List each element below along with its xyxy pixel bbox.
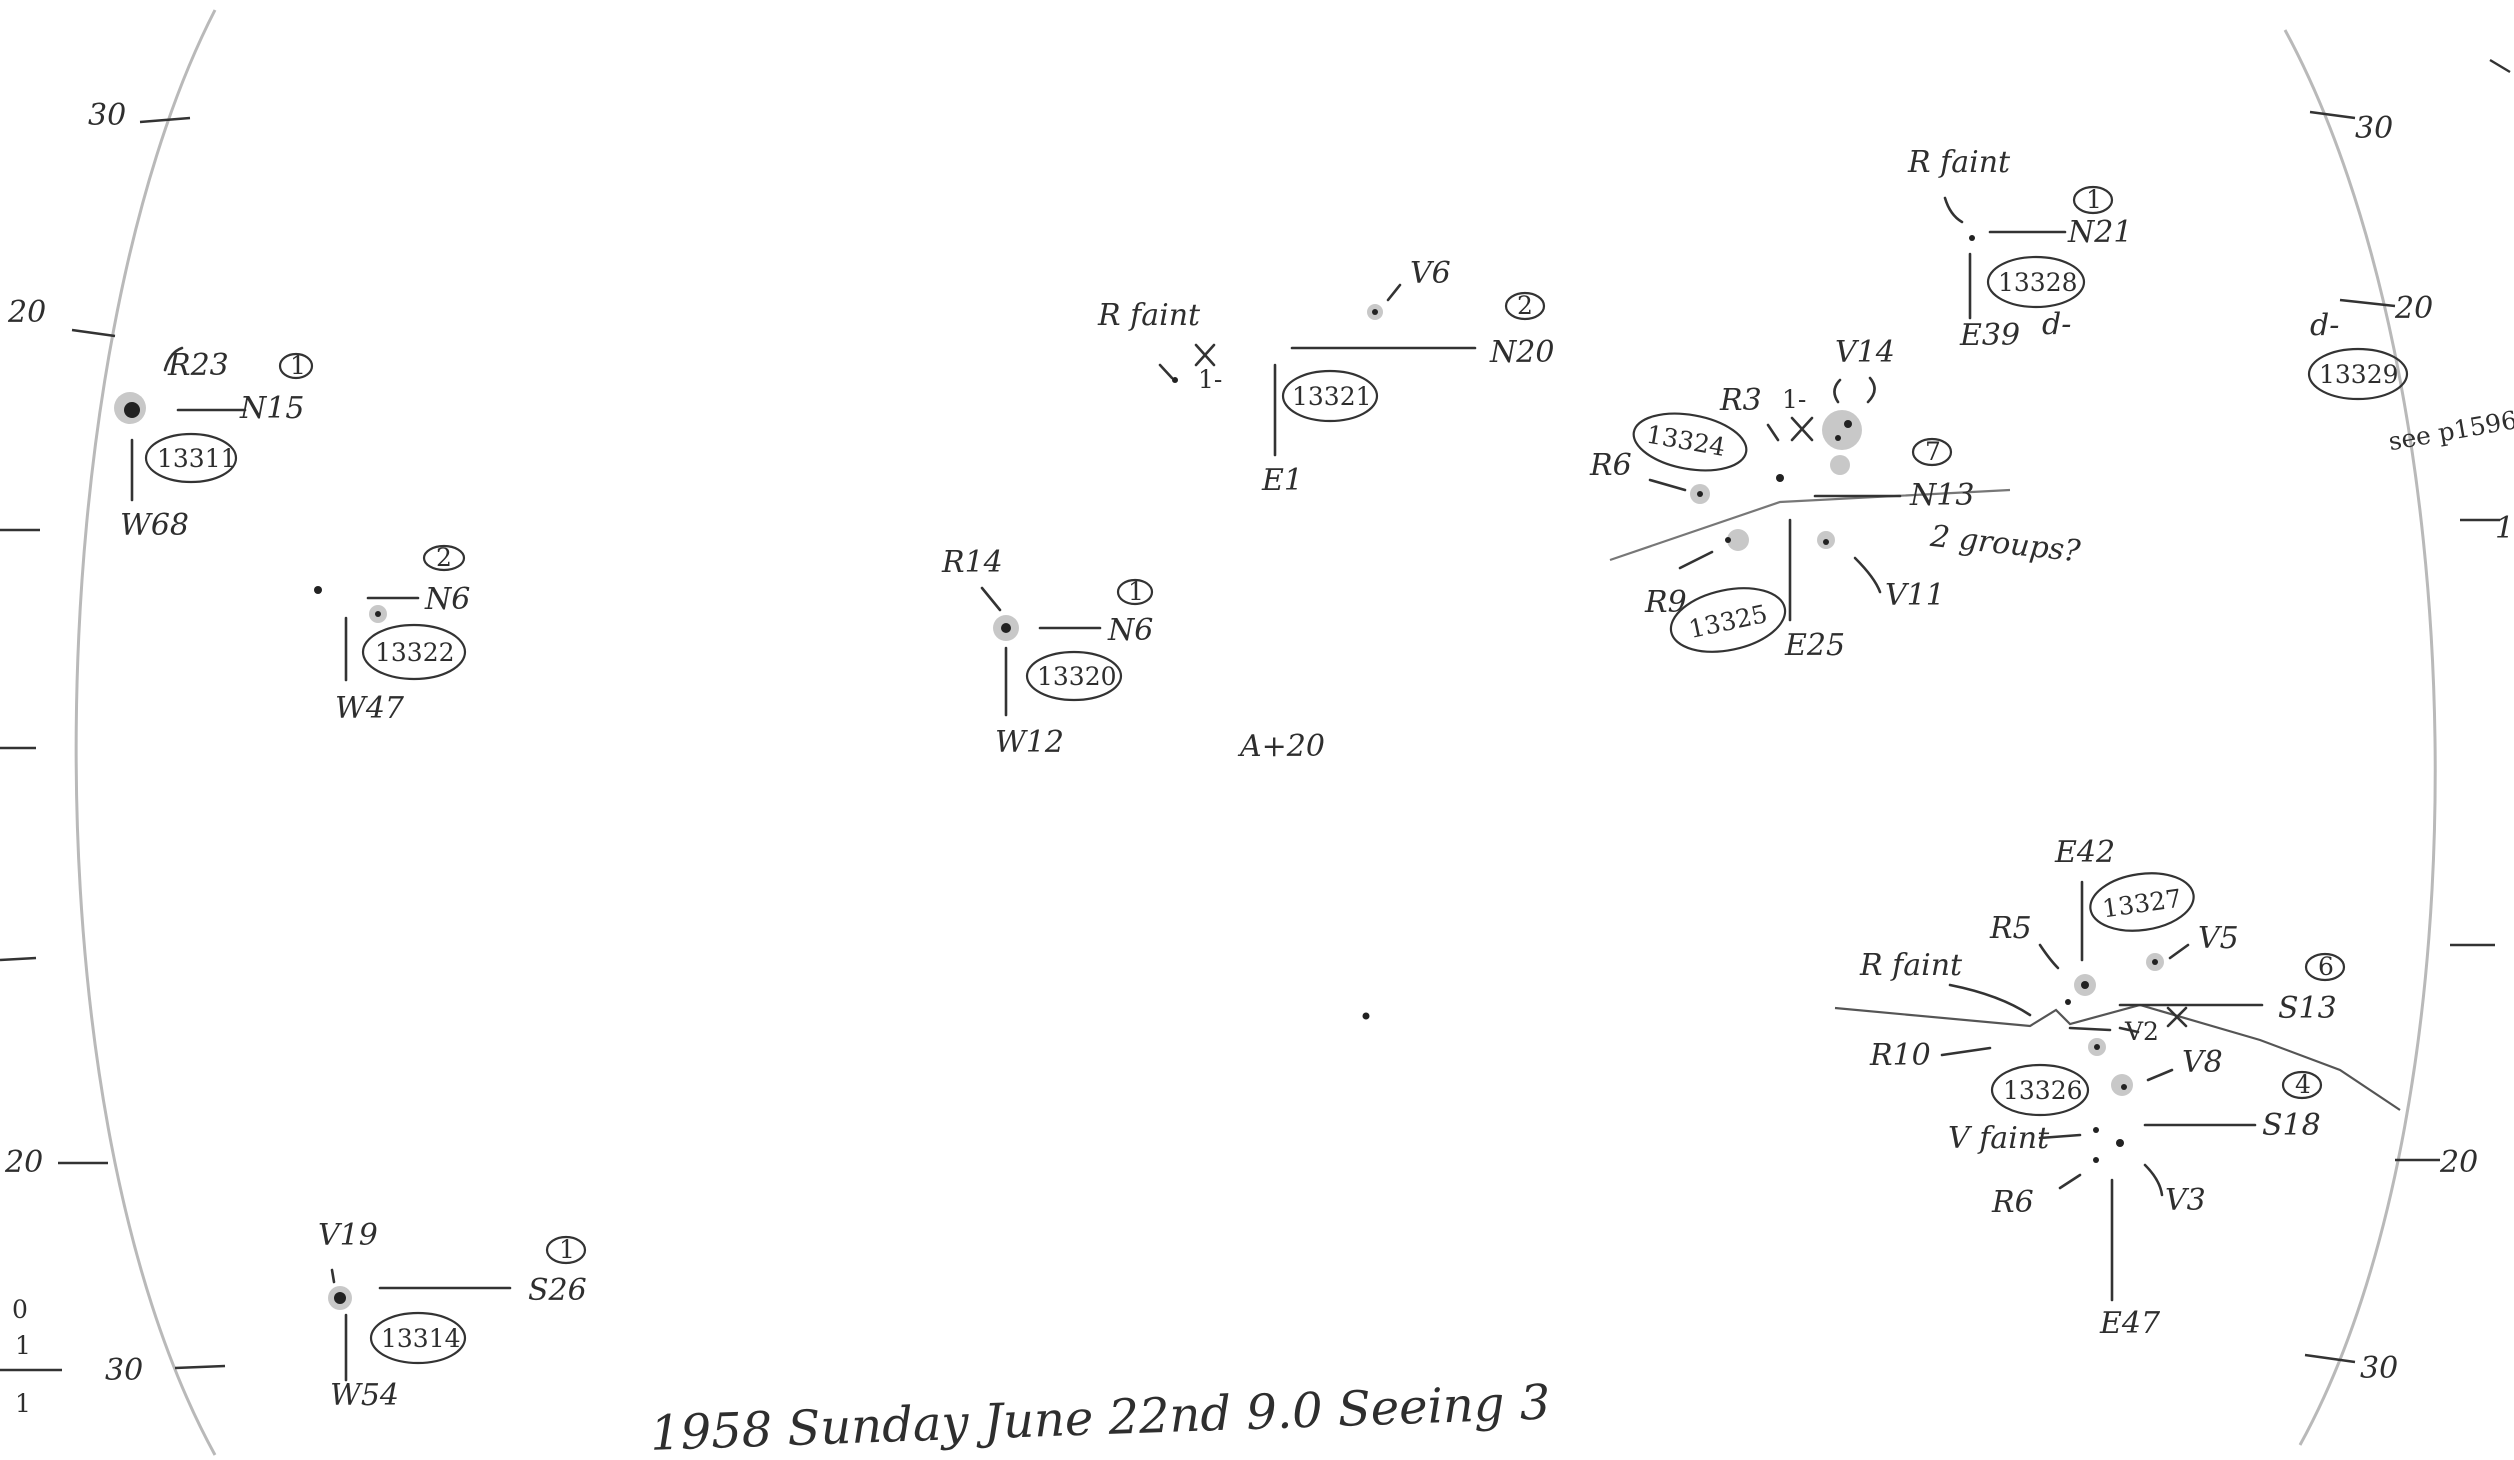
limb-label-left-upper: 20	[7, 295, 46, 330]
activity-letter: V6	[1410, 256, 1451, 291]
activity-letter: R9	[1644, 585, 1687, 620]
limb-label-left-bottom-a: 0	[12, 1295, 28, 1324]
group-13322: 2 N6 13322 W47	[314, 543, 470, 726]
group-number: 13329	[2319, 360, 2399, 389]
activity-letter-v14: V14	[1835, 335, 1895, 370]
spot-count: 7	[1925, 437, 1941, 466]
group-number-13324: 13324	[1644, 420, 1727, 462]
sunspot	[1372, 309, 1378, 315]
spot-count: 2	[1517, 291, 1533, 320]
longitude-label: E25	[1784, 628, 1845, 663]
sunspot	[375, 611, 381, 617]
activity-letter: R6	[1589, 448, 1632, 483]
limb-label-left-top: 30	[88, 98, 126, 133]
activity-letter-secondary: R3	[1719, 383, 1762, 418]
group-number: 13322	[375, 638, 455, 667]
group-number: 13314	[381, 1324, 461, 1353]
spot-count: 1	[290, 351, 306, 380]
group-note: 2 groups?	[1928, 519, 2083, 570]
latitude-label: N6	[424, 582, 470, 617]
longitude-label: W54	[330, 1378, 399, 1413]
group-note: R faint	[1097, 298, 1201, 333]
spot-count: 1	[2086, 185, 2102, 214]
longitude-label: W12	[995, 725, 1064, 760]
activity-letter-v3: V3	[2165, 1183, 2206, 1218]
group-13320: R14 1 N6 13320 W12	[941, 545, 1153, 760]
longitude-label: W47	[335, 691, 405, 726]
activity-letter: R14	[941, 545, 1003, 580]
group-13327-13326: E42 13327 R5 V5 6 S13 R faint V2 R10 133…	[1834, 835, 2401, 1341]
drawing-caption: 1958 Sunday June 22nd 9.0 Seeing 3	[649, 1374, 1551, 1460]
limb-label-left-lower: 20	[4, 1145, 43, 1180]
sunspot	[124, 402, 140, 418]
group-extra: d-	[2310, 308, 2339, 343]
limb-label-left-bottom-b: 1	[15, 1331, 31, 1360]
sunspot	[334, 1292, 346, 1304]
left-limb-ticks: 30 20 20 30 0 1 1	[0, 98, 226, 1418]
right-limb-ticks: 30 20 1 20 30	[2304, 58, 2514, 1386]
latitude-label: N13	[1909, 478, 1974, 513]
group-note: R faint	[1859, 948, 1963, 983]
limb-label-right-lower: 20	[2439, 1145, 2478, 1180]
activity-letter: R5	[1989, 911, 2032, 946]
group-number: 13320	[1037, 662, 1117, 691]
group-note-secondary: 1-	[1198, 365, 1222, 394]
latitude-label: N20	[1489, 335, 1554, 370]
longitude-label: E47	[2099, 1306, 2161, 1341]
latitude-label: N15	[239, 391, 304, 426]
longitude-label: E1	[1261, 463, 1303, 498]
activity-letter-r6: R6	[1991, 1185, 2034, 1220]
activity-letter-v8: V8	[2182, 1045, 2223, 1080]
limb-label-left-bottom-c: 1	[15, 1389, 31, 1418]
sunspot	[1969, 235, 1975, 241]
longitude-label: E39	[1959, 318, 2020, 353]
latitude-label: N6	[1107, 613, 1153, 648]
group-13311: R23 1 N15 W68 13311	[114, 346, 314, 543]
spot-count: 1	[1128, 577, 1144, 606]
group-note: V faint	[1948, 1121, 2050, 1156]
limb-label-right-upper: 20	[2394, 291, 2433, 326]
group-number-13326: 13326	[2003, 1076, 2083, 1105]
group-number: 13328	[1998, 268, 2078, 297]
group-13321: R faint 1- V6 2 N20 13321 E1	[1097, 256, 1554, 498]
group-note: R faint	[1907, 145, 2011, 180]
group-13314: V19 1 S26 13314 W54	[318, 1218, 587, 1413]
limb-label-right-bottom: 30	[2360, 1351, 2398, 1386]
isolated-spot	[1362, 1012, 1370, 1020]
group-13329: d- 13329 see p15963	[2307, 308, 2514, 456]
activity-letter: V19	[318, 1218, 378, 1253]
latitude-label: S13	[2278, 991, 2337, 1026]
activity-letter-v5: V5	[2198, 921, 2239, 956]
activity-letter-v2: V2	[2124, 1017, 2159, 1046]
sunspot	[1001, 623, 1011, 633]
limb-label-right-top: 30	[2355, 111, 2393, 146]
group-number-13327: 13327	[2101, 884, 2184, 924]
group-13328: R faint 1 N21 13328 E39 d-	[1907, 145, 2132, 353]
group-number: 13311	[157, 444, 237, 473]
solar-limb-left	[74, 9, 217, 1456]
spot-count: 6	[2318, 952, 2334, 981]
sunspot	[314, 586, 322, 594]
group-number-13325: 13325	[1686, 599, 1770, 644]
limb-label-right-mid: 1	[2495, 511, 2514, 546]
activity-letter-v11: V11	[1885, 578, 1945, 613]
spot-count: 4	[2295, 1070, 2311, 1099]
latitude-label: N21	[2067, 215, 2132, 250]
limb-label-left-bottom: 30	[105, 1353, 143, 1388]
longitude-label: W68	[120, 508, 189, 543]
activity-letter-r10: R10	[1869, 1038, 1931, 1073]
spot-count: 1	[559, 1235, 575, 1264]
group-number: 13321	[1292, 382, 1372, 411]
group-note-secondary: 1-	[1782, 385, 1806, 414]
spot-count: 2	[436, 543, 452, 572]
activity-letter: R23	[167, 348, 229, 383]
group-extra: d-	[2042, 307, 2071, 342]
center-mark: A+20	[1237, 729, 1325, 764]
longitude-label-top: E42	[2054, 835, 2115, 870]
group-13324-13325: 13324 R6 R3 1- V14 7 N13 2 groups? R9 13…	[1589, 335, 2083, 663]
solar-limb-right	[2283, 29, 2437, 1446]
latitude-label: S18	[2262, 1108, 2321, 1143]
latitude-label: S26	[528, 1273, 587, 1308]
